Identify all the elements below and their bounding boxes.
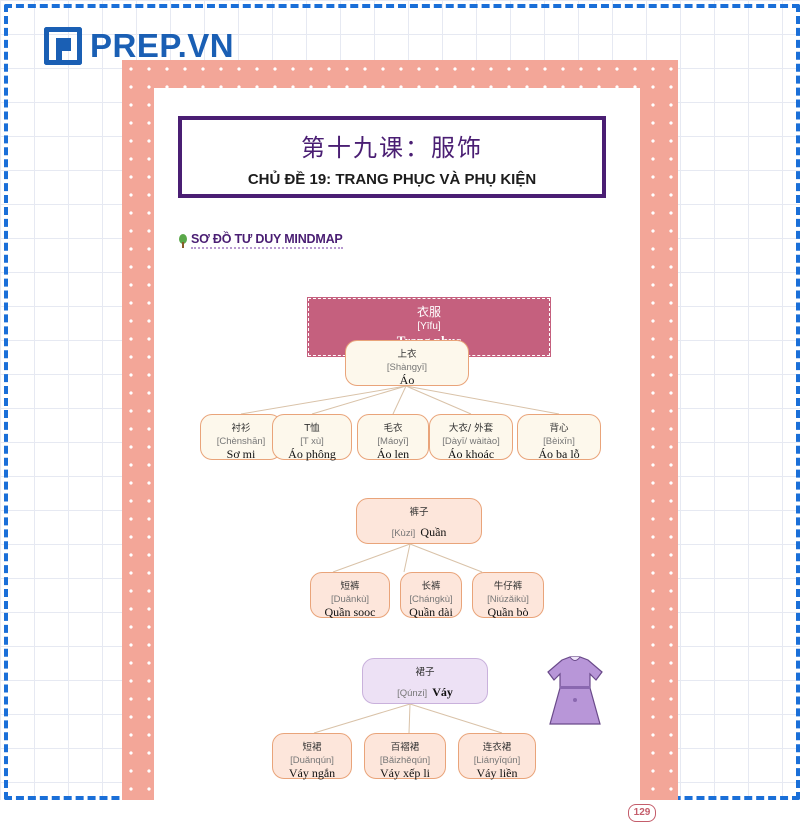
node-cn: 上衣 [397, 349, 417, 360]
brand-name: PREP.VN [90, 27, 235, 64]
brand-logo: PREP.VN [43, 26, 235, 66]
node-cn: 短裙 [302, 742, 322, 753]
node-tops-tanktop: 背心 [Bèixīn] Áo ba lỗ [517, 414, 601, 461]
node-pinyin: [Bèixīn] [543, 436, 575, 447]
node-skirts: 裙子 [Qúnzi] Váy [362, 658, 488, 704]
node-pinyin: [Duǎnqún] [290, 755, 334, 766]
node-vn: Quần bò [487, 605, 529, 619]
node-pinyin: [T xù] [300, 436, 324, 447]
node-cn: 连衣裙 [482, 742, 512, 753]
node-vn: Váy xếp li [380, 766, 430, 780]
node-skirts-pleated: 百褶裙 [Bǎizhěqún] Váy xếp li [364, 733, 446, 780]
node-cn: 裤子 [409, 507, 429, 518]
node-cn: 衬衫 [231, 423, 251, 434]
node-vn: Váy ngắn [288, 766, 336, 780]
node-cn: 背心 [549, 423, 569, 434]
node-tops-coat: 大衣/ 外套 [Dàyī/ wàitào] Áo khoác [429, 414, 513, 461]
node-vn: Áo len [376, 447, 410, 461]
node-vn: Quần [420, 525, 447, 539]
node-vn: Sơ mi [226, 447, 256, 461]
node-pinyin: [Shàngyī] [386, 362, 428, 373]
node-pinyin: [Duǎnkù] [330, 594, 370, 605]
node-cn: 百褶裙 [390, 742, 420, 753]
node-vn: Áo [399, 373, 415, 387]
node-vn: Quần sooc [324, 605, 376, 619]
node-vn: Áo khoác [447, 447, 495, 461]
node-tops: 上衣 [Shàngyī] Áo [345, 340, 469, 387]
node-cn: T恤 [304, 423, 320, 434]
node-cn: 毛衣 [383, 423, 403, 434]
node-pinyin: [Dàyī/ wàitào] [442, 436, 500, 447]
page-number: 129 [628, 804, 656, 822]
node-vn: Áo phông [288, 447, 336, 461]
root-pinyin: [Yīfu] [417, 321, 441, 332]
node-vn: Váy liền [476, 766, 518, 780]
node-pinyin: [Chángkù] [409, 594, 453, 605]
prep-logo-icon [43, 26, 83, 66]
page-content: 第十九课：服饰 CHỦ ĐỀ 19: TRANG PHỤC VÀ PHỤ KIỆ… [154, 88, 656, 822]
section-heading: SƠ ĐỒ TƯ DUY MINDMAP [178, 232, 343, 249]
dress-illustration-icon [547, 656, 603, 725]
node-pinyin: [Qúnzi] [397, 688, 428, 699]
section-label: SƠ ĐỒ TƯ DUY MINDMAP [191, 232, 343, 249]
node-cn: 短裤 [340, 581, 360, 592]
node-pants: 裤子 [Kùzi] Quần [356, 498, 482, 544]
node-pinyin: [Bǎizhěqún] [379, 755, 431, 766]
node-pinyin: [Liányīqún] [473, 755, 521, 766]
lesson-title-box: 第十九课：服饰 CHỦ ĐỀ 19: TRANG PHỤC VÀ PHỤ KIỆ… [178, 116, 606, 198]
node-pants-jeans: 牛仔裤 [Niúzǎikù] Quần bò [472, 572, 544, 619]
tree-icon [179, 233, 187, 248]
node-cn: 长裤 [421, 581, 441, 592]
node-cn: 大衣/ 外套 [448, 423, 494, 434]
node-vn: Áo ba lỗ [538, 447, 580, 461]
node-tops-tshirt: T恤 [T xù] Áo phông [272, 414, 352, 461]
node-skirts-short: 短裙 [Duǎnqún] Váy ngắn [272, 733, 352, 780]
node-tops-shirt: 衬衫 [Chènshān] Sơ mi [200, 414, 282, 461]
mindmap-connectors [240, 385, 560, 734]
node-pinyin: [Chènshān] [216, 436, 266, 447]
node-pants-shorts: 短裤 [Duǎnkù] Quần sooc [310, 572, 390, 619]
root-chinese: 衣服 [416, 305, 441, 319]
node-cn: 裙子 [415, 667, 435, 678]
node-cn: 牛仔裤 [493, 581, 523, 592]
lesson-title-chinese: 第十九课：服饰 [301, 134, 483, 162]
node-vn: Váy [432, 685, 453, 699]
node-pants-trousers: 长裤 [Chángkù] Quần dài [400, 572, 462, 619]
lesson-title-vietnamese: CHỦ ĐỀ 19: TRANG PHỤC VÀ PHỤ KIỆN [247, 171, 537, 188]
node-pinyin: [Niúzǎikù] [487, 594, 529, 605]
node-vn: Quần dài [409, 605, 453, 619]
node-tops-sweater: 毛衣 [Máoyī] Áo len [357, 414, 429, 461]
node-pinyin: [Kùzi] [391, 528, 416, 539]
node-pinyin: [Máoyī] [377, 436, 409, 447]
book-page: 第十九课：服饰 CHỦ ĐỀ 19: TRANG PHỤC VÀ PHỤ KIỆ… [122, 60, 678, 822]
node-skirts-dress: 连衣裙 [Liányīqún] Váy liền [458, 733, 536, 780]
